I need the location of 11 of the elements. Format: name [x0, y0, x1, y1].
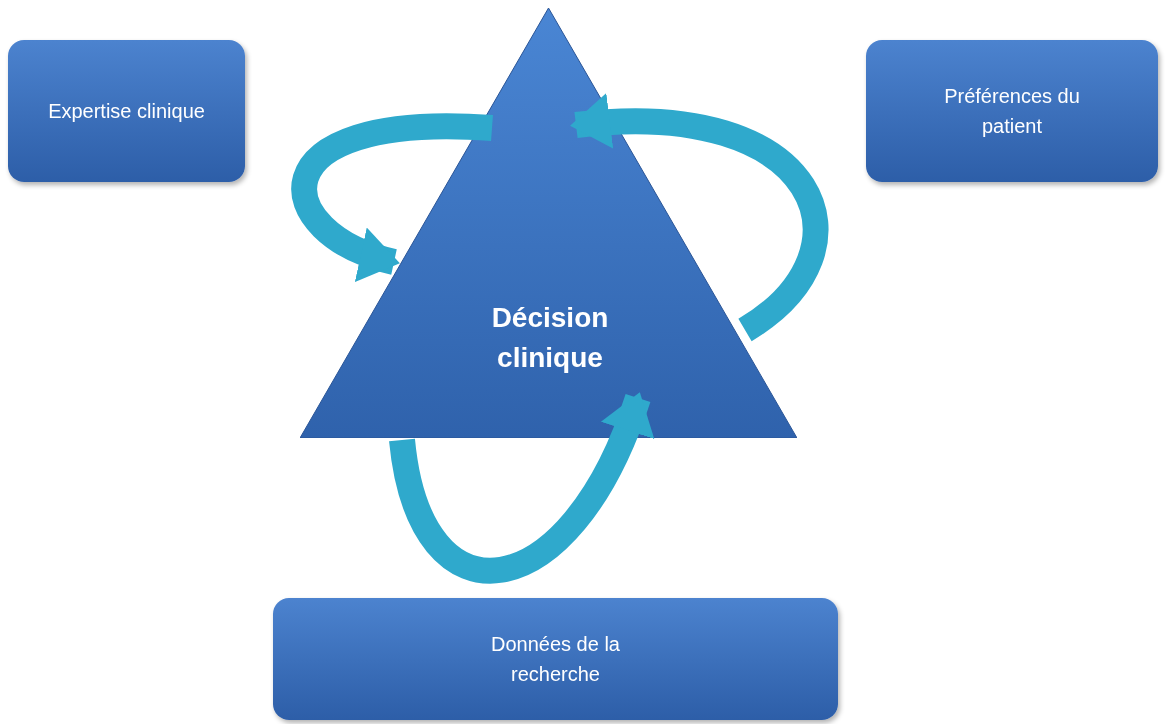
- process-box: [8, 40, 245, 182]
- node-text: Décision clinique: [490, 301, 610, 375]
- node-text: Données de la recherche: [490, 632, 621, 687]
- process-box: [866, 40, 1158, 182]
- node-text: Préférences du patient: [943, 84, 1081, 139]
- curved-arrow: [291, 113, 493, 279]
- process-box: [273, 598, 838, 720]
- curved-arrow: [389, 392, 653, 583]
- curved-arrow: [570, 94, 829, 341]
- decision-triangle: [300, 8, 797, 438]
- node-text: Expertise clinique: [48, 99, 205, 124]
